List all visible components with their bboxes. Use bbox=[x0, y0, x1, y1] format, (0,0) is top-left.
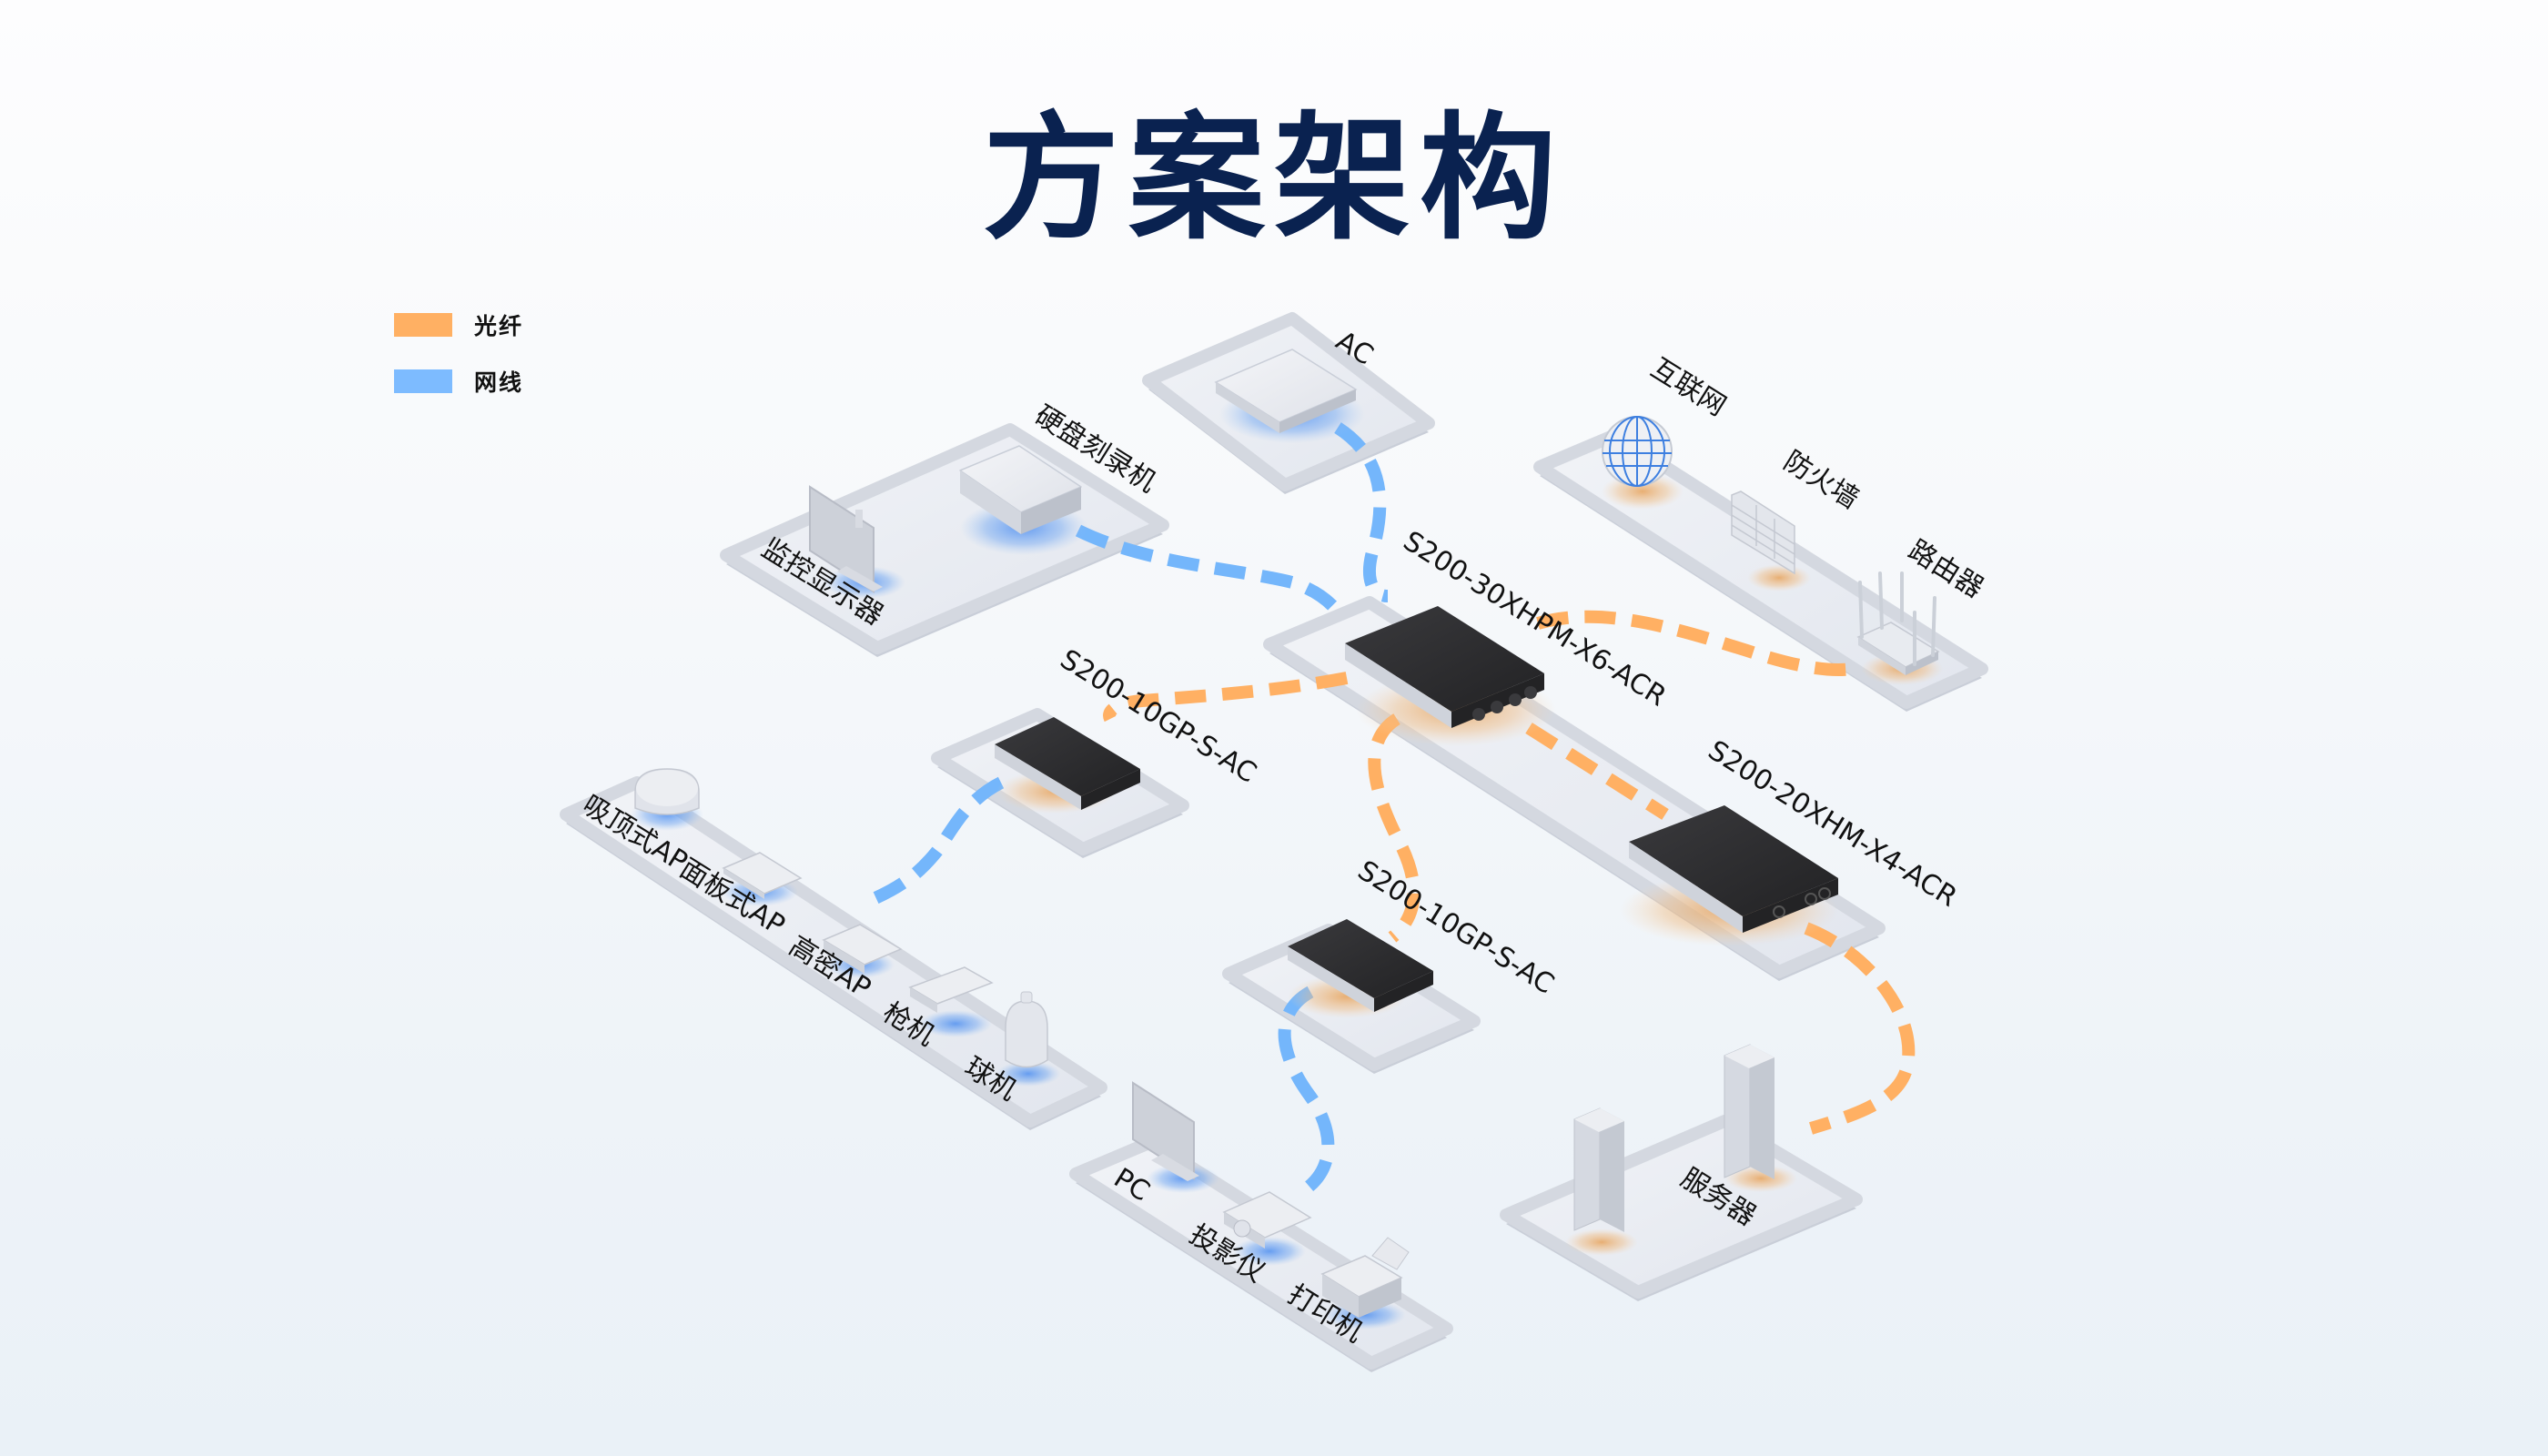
legend: 光纤 网线 bbox=[394, 309, 523, 422]
platform-servers bbox=[1500, 1115, 1863, 1301]
link-core-access-lower bbox=[1368, 713, 1421, 943]
access-switch-left-icon[interactable] bbox=[995, 717, 1140, 814]
monitor-device-icon[interactable] bbox=[809, 485, 905, 599]
legend-label-ethernet: 网线 bbox=[474, 369, 524, 396]
pc-icon[interactable] bbox=[1132, 1081, 1219, 1193]
label-internet: 互联网 bbox=[1645, 352, 1732, 422]
globe-icon[interactable] bbox=[1602, 416, 1684, 510]
label-router: 路由器 bbox=[1903, 534, 1989, 604]
panel-ap-icon[interactable] bbox=[722, 852, 803, 906]
label-firewall: 防火墙 bbox=[1778, 445, 1865, 515]
core-switch-icon[interactable] bbox=[1345, 606, 1556, 746]
link-core-agg bbox=[1525, 723, 1669, 820]
link-ac-core bbox=[1334, 422, 1389, 602]
ac-device-icon[interactable] bbox=[1214, 349, 1365, 443]
bullet-camera-icon[interactable] bbox=[908, 966, 994, 1037]
link-access-lower-office bbox=[1278, 986, 1335, 1198]
access-switch-lower-icon[interactable] bbox=[1288, 919, 1433, 1018]
link-nvr-core bbox=[1075, 524, 1343, 616]
link-access-left-aps bbox=[866, 776, 1005, 907]
legend-item-fiber: 光纤 bbox=[394, 309, 523, 340]
hd-ap-icon[interactable] bbox=[822, 924, 903, 978]
agg-switch-icon[interactable] bbox=[1620, 805, 1838, 946]
projector-icon[interactable] bbox=[1222, 1191, 1312, 1266]
link-router-core bbox=[1536, 610, 1863, 676]
router-icon[interactable] bbox=[1856, 571, 1943, 685]
nvr-device-icon[interactable] bbox=[959, 445, 1087, 555]
link-agg-servers bbox=[1804, 922, 1916, 1135]
links bbox=[866, 422, 1916, 1198]
server-icon[interactable] bbox=[1565, 1044, 1797, 1256]
fiber-swatch bbox=[394, 313, 452, 337]
legend-item-ethernet: 网线 bbox=[394, 366, 523, 397]
page-title: 方案架构 bbox=[982, 100, 1565, 258]
dome-camera-icon[interactable] bbox=[996, 991, 1060, 1087]
firewall-icon[interactable] bbox=[1731, 490, 1811, 592]
link-core-access-left bbox=[1103, 672, 1349, 723]
legend-label-fiber: 光纤 bbox=[474, 313, 524, 339]
ethernet-swatch bbox=[394, 369, 452, 393]
ceiling-ap-icon[interactable] bbox=[631, 768, 703, 831]
printer-icon[interactable] bbox=[1320, 1237, 1410, 1330]
